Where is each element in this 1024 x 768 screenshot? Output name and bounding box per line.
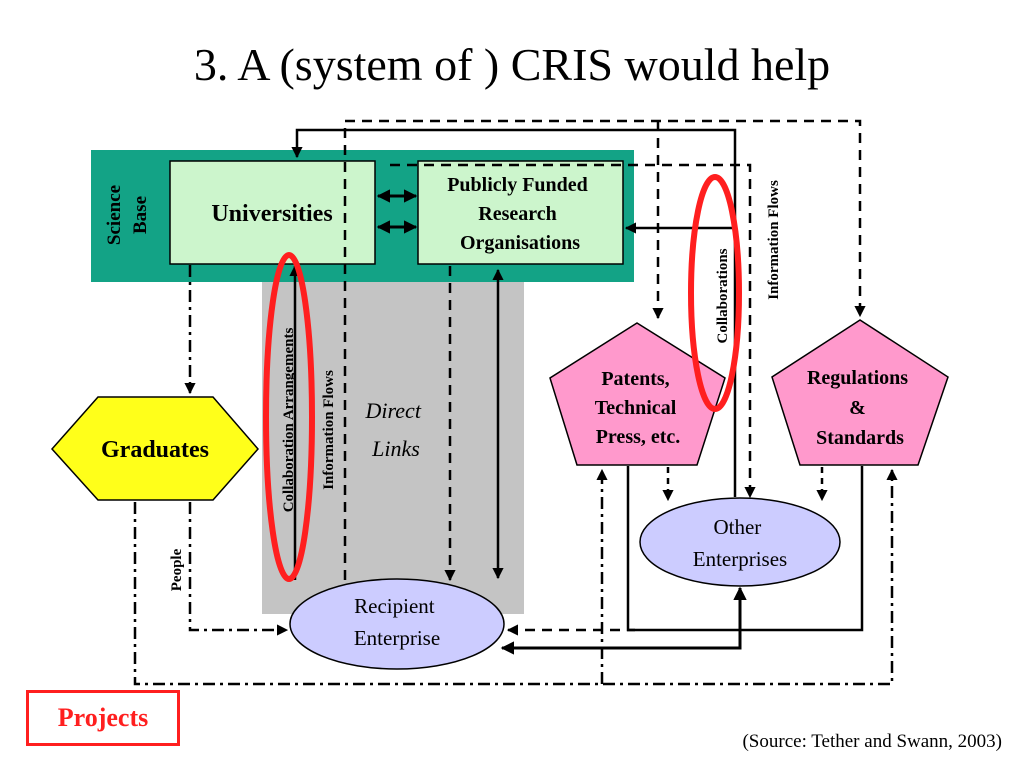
source-citation: (Source: Tether and Swann, 2003) xyxy=(742,731,1002,752)
projects-callout: Projects xyxy=(26,690,180,746)
people-label: People xyxy=(169,548,185,591)
regulations-label: Regulations & Standards xyxy=(807,367,913,449)
graduates-hexagon xyxy=(50,396,259,501)
collab-arrangements-label: Collaboration Arrangements xyxy=(281,328,297,513)
people-flow xyxy=(188,502,289,636)
patents-label: Patents, Technical Press, etc. xyxy=(595,368,682,448)
page-title: 3. A (system of ) CRIS would help xyxy=(193,39,831,90)
top-dashed-flow xyxy=(343,119,866,580)
pfro-box xyxy=(417,160,624,265)
highlight-collab-arrangements xyxy=(263,252,315,582)
highlight-collaborations xyxy=(688,174,742,412)
regulations-pentagon xyxy=(771,319,949,466)
pfro-other-dashed-flow xyxy=(390,163,756,499)
collaborations-label: Collaborations xyxy=(715,248,731,343)
other-enterprises-ellipse xyxy=(639,497,841,587)
top-solid-flow xyxy=(291,128,737,497)
universities-box xyxy=(169,160,376,265)
other-enterprises-label: Other Enterprises xyxy=(693,515,787,571)
patents-pentagon xyxy=(549,322,726,466)
recipient-enterprise-label: Recipient Enterprise xyxy=(354,594,440,650)
graduates-label: Graduates xyxy=(101,437,209,463)
direct-links-label: Direct Links xyxy=(365,398,427,461)
recipient-enterprise-ellipse xyxy=(289,578,505,670)
info-flows-right-label: Information Flows xyxy=(766,180,782,300)
universities-label: Universities xyxy=(211,201,332,227)
science-base-label: Science xyxy=(104,185,125,245)
info-flows-left-label: Information Flows xyxy=(321,370,337,490)
pfro-label: Publicly Funded Research Organisations xyxy=(447,174,593,254)
science-base-label-2: Base xyxy=(130,196,151,234)
other-recipient-solid xyxy=(500,586,747,655)
direct-links-band xyxy=(262,282,524,614)
bottom-loop-flow xyxy=(133,468,898,686)
